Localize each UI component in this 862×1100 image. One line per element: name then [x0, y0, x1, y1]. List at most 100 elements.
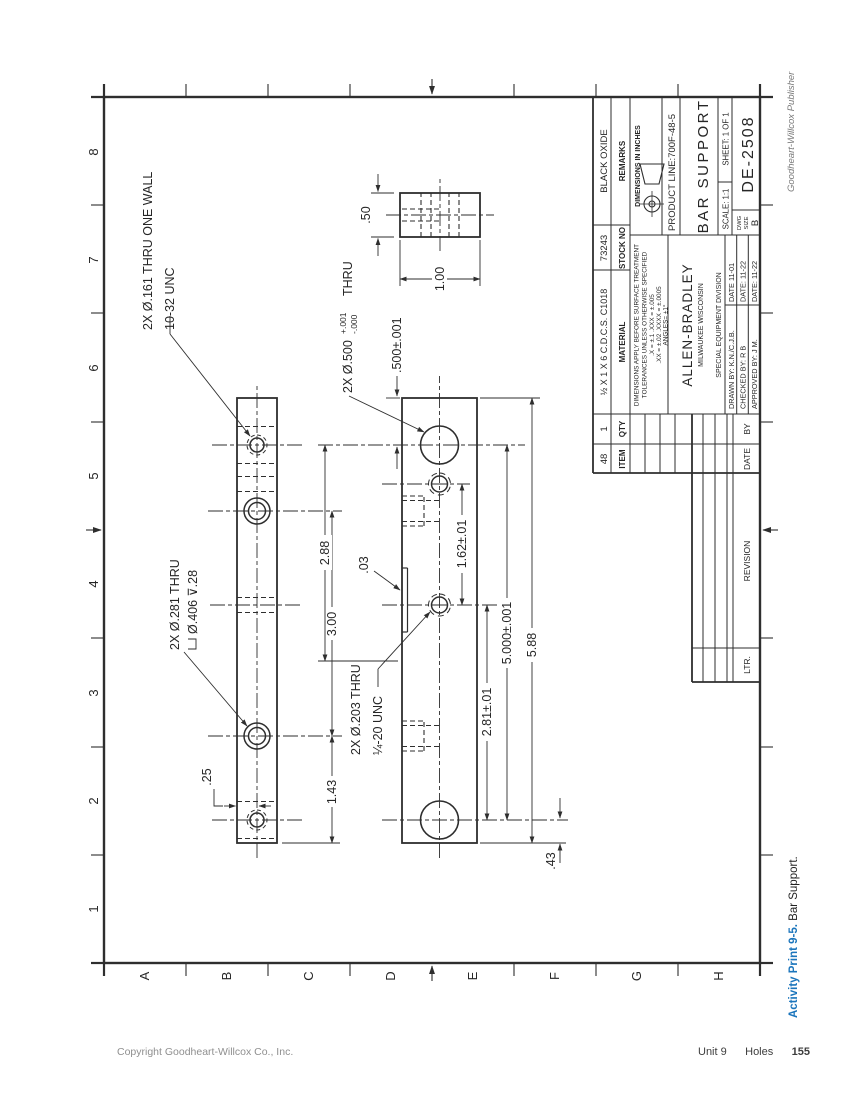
callout-text: 2X Ø.161 THRU ONE WALL	[141, 172, 155, 330]
callout-hole-161: 2X Ø.161 THRU ONE WALL 10-32 UNC	[141, 172, 251, 437]
sheet: SHEET: 1 OF 1	[722, 112, 731, 165]
company-name: ALLEN-BRADLEY	[680, 263, 695, 386]
engineering-drawing-sheet: 1 2 3 4 5 6 7 8 A B C D E F G H	[60, 70, 800, 990]
callout-text: Ø.406 ⊽.28	[186, 570, 200, 634]
centerlines	[208, 383, 342, 858]
dim-cbore-from-end: 1.43	[325, 780, 339, 804]
publisher-credit: Goodheart-Willcox Publisher	[786, 71, 797, 192]
front-view	[318, 376, 568, 858]
parts-header: MATERIAL	[618, 322, 627, 363]
side-view	[386, 179, 494, 251]
callout-tolerance: +.001	[338, 312, 348, 334]
approved-by: APPROVED BY: J M.	[750, 339, 759, 409]
signature-rows: DRAWN BY: K.N./C.J.B. DATE 11-01 CHECKED…	[727, 261, 759, 409]
zone-labels: 1 2 3 4 5 6 7 8 A B C D E F G H	[86, 148, 726, 981]
zone-number: 2	[86, 797, 101, 804]
caption-text: Bar Support.	[788, 856, 800, 925]
copyright-notice: Copyright Goodheart-Willcox Co., Inc.	[117, 1046, 294, 1058]
callout-text: 2X Ø.203 THRU	[349, 664, 363, 755]
hidden-lines	[402, 495, 440, 752]
relief-groove	[402, 567, 409, 633]
callout-text: 10-32 UNC	[163, 267, 177, 330]
callout-text: THRU	[341, 261, 355, 296]
zone-number: 1	[86, 905, 101, 912]
zone-letter: G	[629, 971, 644, 981]
zone-letter: C	[301, 971, 316, 980]
dim-overall-length: 5.88	[525, 633, 539, 657]
zone-number: 4	[86, 580, 101, 587]
checked-date: DATE: 11-22	[739, 261, 748, 302]
centerlines	[318, 376, 568, 858]
zone-number: 3	[86, 689, 101, 696]
callout-hole-281: 2X Ø.281 THRU Ø.406 ⊽.28	[168, 559, 248, 727]
callout-hole-203: 2X Ø.203 THRU ¼-20 UNC	[349, 611, 431, 755]
counterbore-icon	[188, 638, 197, 650]
tolerance-note: DIMENSIONS APPLY BEFORE SURFACE TREATMEN…	[634, 244, 670, 406]
zone-ticks	[86, 79, 778, 981]
dim-hole-from-end: .43	[544, 852, 558, 869]
parts-stock-no: 73243	[599, 235, 610, 261]
zone-letter: A	[137, 971, 152, 980]
callouts: 2X Ø.161 THRU ONE WALL 10-32 UNC 2X Ø.28…	[141, 172, 431, 755]
hidden-lines	[402, 193, 460, 237]
drawing-title: BAR SUPPORT	[695, 99, 712, 234]
zone-letter: E	[465, 971, 480, 980]
dim-hole-from-face: .500±.001	[390, 317, 404, 373]
parts-list: 48 1 ½ X 1 X 6 C.D.C.S. C1018 73243 BLAC…	[599, 129, 627, 468]
dim-groove: .03	[357, 556, 371, 573]
callout-tolerance: -.000	[349, 314, 359, 334]
zone-letter: F	[547, 972, 562, 980]
parts-header: QTY	[618, 420, 627, 437]
dwg-size: B	[750, 220, 761, 226]
page-number: 155	[791, 1046, 810, 1058]
scale: SCALE: 1:1	[722, 189, 731, 230]
hidden-lines	[237, 425, 277, 840]
dim-hole-to-tap: 2.81±.01	[480, 688, 494, 737]
zone-number: 8	[86, 148, 101, 155]
dim-tap-to-hole: 2.88	[318, 541, 332, 565]
parts-header: STOCK NO	[618, 227, 627, 269]
company-division: SPECIAL EQUIPMENT DIVISION	[716, 272, 723, 377]
dim-tap-spacing: 1.62±.01	[455, 520, 469, 569]
zone-number: 6	[86, 364, 101, 371]
drawn-date: DATE 11-01	[727, 263, 736, 302]
callout-text: 2X Ø.500	[341, 340, 355, 393]
figure-caption: Activity Print 9-5. Bar Support.	[788, 828, 800, 1018]
checked-by: CHECKED BY: R B	[739, 346, 748, 409]
projection-cell: DIMENSIONS IN INCHES	[635, 125, 665, 217]
parts-material: ½ X 1 X 6 C.D.C.S. C1018	[599, 289, 609, 396]
running-footer: Unit 9 Holes 155	[698, 1046, 810, 1058]
revision-header: DATE	[742, 448, 752, 470]
tolerance-line: .X = ±.1 .XXX = ±.005	[649, 294, 656, 356]
footer-section: Holes	[745, 1046, 774, 1058]
dim-cbore-spacing: 3.00	[325, 612, 339, 636]
zone-letter: B	[219, 972, 234, 981]
revision-header: BY	[742, 423, 752, 435]
parts-header: REMARKS	[618, 140, 627, 181]
sheet-border	[86, 79, 778, 981]
dim-hole-spacing: 5.000±.001	[500, 602, 514, 665]
dimensions-in-inches-note: DIMENSIONS IN INCHES	[635, 125, 642, 207]
parts-qty: 1	[599, 426, 610, 431]
parts-item: 48	[599, 454, 610, 465]
revision-header: REVISION	[742, 541, 752, 582]
top-view	[208, 383, 342, 858]
dim-edge-offset: .25	[200, 768, 214, 785]
zone-letter: H	[711, 971, 726, 980]
product-line: PRODUCT LINE:700F-48-5	[667, 114, 678, 231]
revision-header: LTR.	[742, 656, 752, 674]
parts-remarks: BLACK OXIDE	[599, 129, 610, 192]
revision-table: LTR. REVISION DATE BY	[742, 423, 752, 674]
tolerance-line: TOLERANCES UNLESS OTHERWISE SPECIFIED	[642, 251, 649, 398]
dwg-size-label: SIZE	[744, 216, 750, 229]
parts-header: ITEM	[618, 449, 627, 468]
tolerance-line: DIMENSIONS APPLY BEFORE SURFACE TREATMEN…	[634, 244, 641, 406]
company-block: ALLEN-BRADLEY MILWAUKEE WISCONSIN SPECIA…	[680, 263, 723, 386]
caption-label: Activity Print 9-5.	[788, 924, 800, 1018]
title-block: 48 1 ½ X 1 X 6 C.D.C.S. C1018 73243 BLAC…	[592, 97, 761, 683]
dim-width: 1.00	[433, 267, 447, 291]
drawn-by: DRAWN BY: K.N./C.J.B.	[727, 330, 736, 409]
zone-letter: D	[383, 971, 398, 980]
footer-unit: Unit 9	[698, 1046, 727, 1058]
zone-number: 5	[86, 472, 101, 479]
